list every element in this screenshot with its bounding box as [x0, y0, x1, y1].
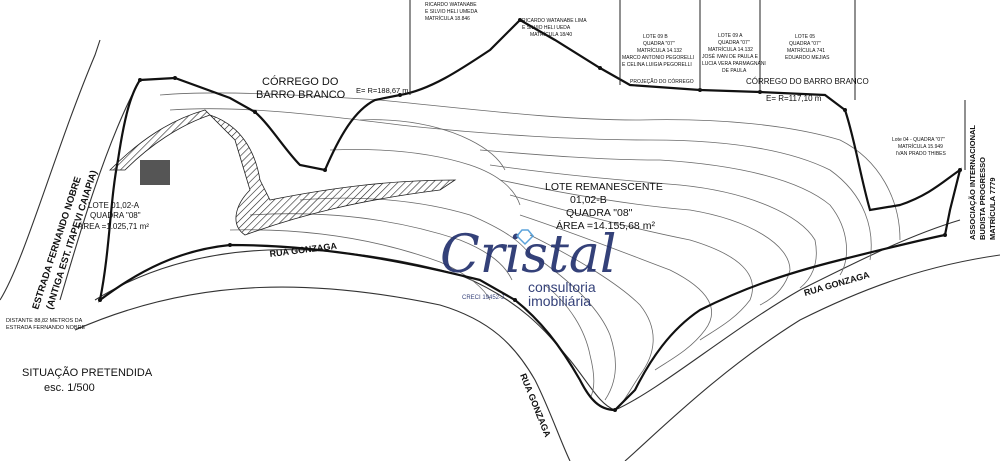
rua-gonzaga-east-south-edge	[624, 254, 1000, 461]
neighbor-5-line1: LOTE 05	[795, 34, 815, 40]
boundary-vertices	[98, 18, 962, 412]
neighbor-2-line1: RICARDO WATANABE LIMA	[522, 18, 587, 24]
neighbor-6-line1: Lote 04 - QUADRA "07"	[892, 137, 945, 143]
contour	[529, 234, 654, 406]
vertex-marker	[323, 168, 327, 172]
vertex-marker	[253, 110, 257, 114]
labels: CÓRREGO DO BARRO BRANCO CÓRREGO DO BARRO…	[6, 2, 997, 439]
estrada-edge-inner	[59, 94, 133, 301]
lot-remanescente-line2: 01,02-B	[570, 194, 607, 206]
lot-a-line3: ÁREA =1.025,71 m²	[78, 222, 149, 231]
contour-lines	[159, 92, 901, 406]
contour	[519, 214, 713, 371]
vertex-marker	[613, 408, 617, 412]
contour	[479, 149, 847, 276]
neighbor-3-line5: E CELINA LUIGIA PEGORELLI	[622, 62, 692, 68]
vertex-marker	[513, 298, 517, 302]
hatched-area	[109, 109, 457, 236]
contour	[544, 284, 595, 399]
neighbor-3-line4: MARCO ANTONIO PEGORELLI	[622, 55, 694, 61]
vertex-marker	[598, 66, 602, 70]
rua-gonzaga-south-edge	[74, 286, 571, 461]
contour	[509, 194, 753, 341]
vertex-marker	[173, 76, 177, 80]
watermark-logo: Cristal consultoria imobiliária CRECI 19…	[440, 225, 617, 309]
neighbor-5-line3: MATRÍCULA 741	[787, 47, 825, 54]
vertex-marker	[958, 168, 962, 172]
contour	[169, 108, 872, 261]
association-line1: ASSOCIAÇÃO INTERNACIONAL	[968, 125, 977, 240]
neighbor-4-line6: DE PAULA	[722, 68, 747, 74]
neighbor-4-line3: MATRÍCULA 14.132	[708, 46, 753, 53]
watermark-line1: consultoria	[528, 279, 596, 295]
vertex-marker	[518, 18, 522, 22]
contour	[359, 119, 506, 171]
distance-note-line2: ESTRADA FERNANDO NOBRE	[6, 325, 85, 331]
vertex-marker	[98, 298, 102, 302]
neighbor-1-line3: MATRÍCULA 18.846	[425, 15, 470, 22]
neighbor-4-line1: LOTE 09 A	[718, 33, 743, 39]
stream-label-right: CÓRREGO DO BARRO BRANCO	[746, 77, 869, 86]
estrada-edge-outer	[0, 39, 101, 301]
neighbor-4-line2: QUADRA "07"	[718, 40, 750, 46]
stream-projection-note: PROJEÇÃO DO CÓRREGO	[630, 78, 694, 85]
stream-label-left-line2: BARRO BRANCO	[256, 89, 346, 101]
vertex-marker	[228, 243, 232, 247]
neighbor-5-line4: EDUARDO MEJIAS	[785, 55, 830, 61]
lot-boundary-line	[98, 18, 962, 412]
vertex-marker	[138, 78, 142, 82]
plan-scale: esc. 1/500	[44, 382, 95, 394]
diamond-icon	[515, 229, 535, 246]
neighbor-6-line3: IVAN PRADO THIBES	[896, 151, 946, 157]
lot-a-line1: LOTE 01,02-A	[88, 201, 140, 210]
plan-title: SITUAÇÃO PRETENDIDA	[22, 366, 153, 379]
stream-label-left-line1: CÓRREGO DO	[262, 75, 339, 88]
neighbor-4-line5: LUCIA VERA PARMAGNANI	[702, 61, 766, 67]
neighbor-5-line2: QUADRA "07"	[789, 41, 821, 47]
neighbor-1-line1: RICARDO WATANABE	[425, 2, 477, 8]
neighbor-4-line4: JOSÉ IVAN DE PAULA E	[702, 53, 759, 60]
neighbor-3-line3: MATRÍCULA 14.132	[637, 47, 682, 54]
building-footprint	[140, 160, 170, 185]
curve-label-c1: E= R=188,67 m	[356, 86, 409, 95]
vertex-marker	[398, 93, 402, 97]
vertex-marker	[943, 233, 947, 237]
neighbor-2-line2: E SILVIO HELI UEDA	[522, 25, 571, 31]
watermark-line2: imobiliária	[528, 293, 591, 309]
neighbor-1-line2: E SILVIO HELI UMEDA	[425, 9, 478, 15]
property-boundary	[98, 18, 962, 412]
neighbor-3-line1: LOTE 09 B	[643, 34, 668, 40]
contour	[329, 149, 521, 206]
neighbor-divider-lines	[409, 0, 966, 170]
neighbor-2-line3: MATRÍCULA 18/40	[530, 31, 572, 38]
lot-remanescente-line4: ÁREA =14.155,68 m²	[556, 219, 655, 232]
watermark-creci: CRECI 19452-J	[462, 295, 504, 301]
hatched-slope-region	[109, 109, 457, 236]
neighbor-3-line2: QUADRA "07"	[643, 41, 675, 47]
contour	[499, 179, 791, 306]
street-label-rua-gonzaga-west: RUA GONZAGA	[269, 241, 338, 259]
distance-note-line1: DISTANTE 88,82 METROS DA	[6, 318, 83, 324]
association-line2: BUDISTA PROGRESSO	[978, 157, 987, 240]
watermark-brand: Cristal	[440, 225, 617, 285]
association-line3: MATRÍCULA 7779	[988, 177, 997, 240]
neighbor-6-line2: MATRÍCULA 15.949	[898, 143, 943, 150]
lot-remanescente-line3: QUADRA "08"	[566, 207, 633, 219]
contour	[489, 164, 817, 289]
lot-remanescente-line1: LOTE REMANESCENTE	[545, 181, 663, 193]
lot-a-line2: QUADRA "08"	[90, 211, 141, 220]
vertex-marker	[843, 108, 847, 112]
curve-label-c2: E= R=117,10 m	[766, 94, 822, 103]
contour	[229, 229, 491, 301]
contour	[539, 259, 616, 401]
